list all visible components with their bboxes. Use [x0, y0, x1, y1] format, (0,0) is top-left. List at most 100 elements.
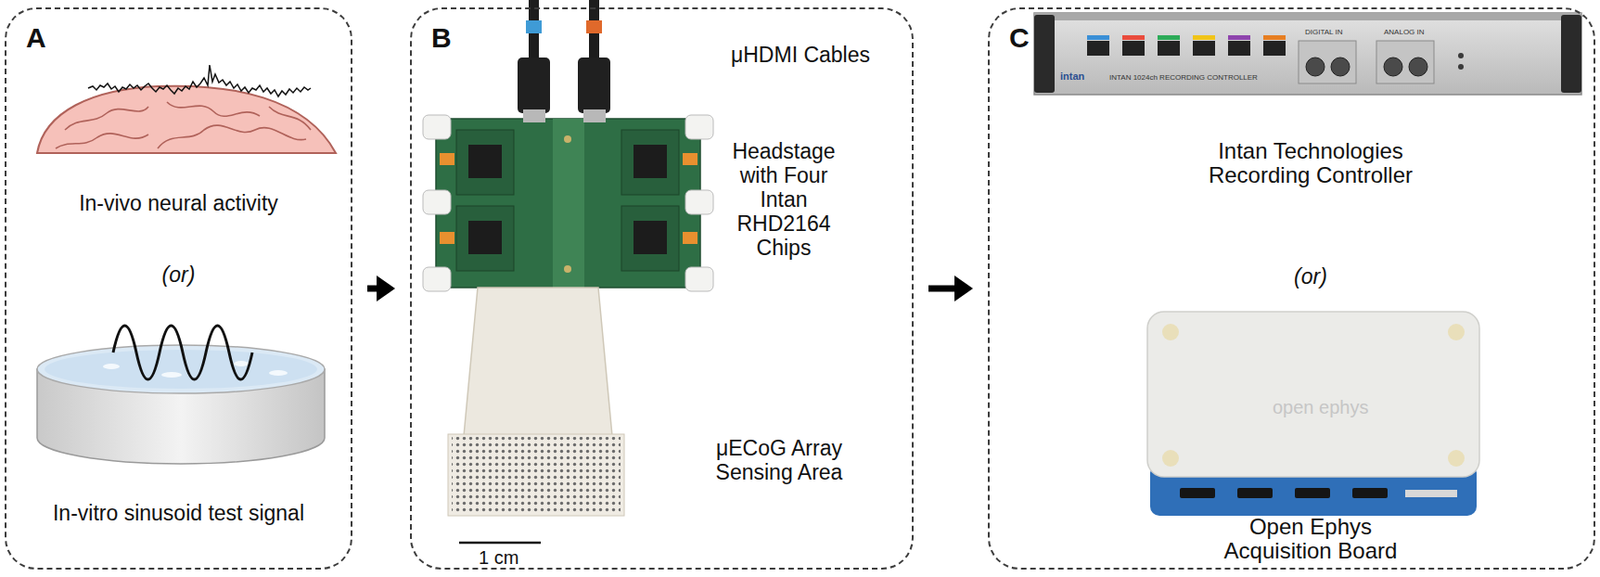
bnc-connector — [1408, 57, 1428, 77]
orange-connector — [439, 153, 455, 166]
device-print: INTAN 1024ch RECORDING CONTROLLER — [1109, 73, 1258, 82]
bnc-connector — [1305, 57, 1325, 77]
bnc-connector — [1383, 57, 1403, 77]
port-tab — [1263, 35, 1286, 40]
device-label: Open Ephys Acquisition Board — [1208, 514, 1413, 564]
rhd2164-chip — [633, 220, 667, 255]
panel-caption: In-vivo neural activity — [6, 191, 351, 216]
medium-speckle — [161, 371, 182, 378]
petri-dish-top — [37, 345, 325, 394]
bnc-connector — [1331, 57, 1350, 77]
electrode-grid — [451, 436, 621, 513]
chip-module — [456, 129, 514, 195]
case-foot — [1162, 323, 1179, 341]
ecog-array — [448, 434, 625, 516]
controller-body — [1034, 12, 1582, 95]
panel-letter: A — [25, 25, 47, 51]
headstage-port — [1192, 40, 1216, 56]
orange-connector — [682, 231, 698, 244]
flow-arrow — [928, 275, 973, 302]
brand-mark: open ephys — [1272, 396, 1369, 419]
panel-caption: In-vitro sinusoid test signal — [6, 500, 351, 525]
scale-label: 1 cm — [478, 547, 519, 569]
case-foot — [1162, 449, 1179, 467]
white-clip — [422, 115, 451, 140]
device-print: ANALOG IN — [1383, 27, 1425, 37]
part-label: Headstage with Four Intan RHD2164 Chips — [728, 139, 840, 260]
arrow-head — [376, 275, 396, 302]
rack-handle — [1561, 14, 1582, 93]
status-led — [1458, 52, 1464, 59]
panel-letter: B — [431, 25, 452, 51]
headstage-port — [1087, 40, 1110, 56]
headstage-port — [1228, 40, 1251, 56]
chip-module — [621, 205, 679, 271]
scale-bar — [459, 541, 541, 545]
panel-b: BμHDMI CablesHeadstage with Four Intan R… — [409, 7, 914, 570]
white-clip — [685, 190, 714, 215]
orange-connector — [439, 231, 455, 244]
rack-handle — [1034, 14, 1055, 93]
sinusoid-signal — [113, 325, 253, 380]
white-clip — [422, 267, 451, 292]
brain-gyrus — [268, 106, 311, 130]
hdmi-plug — [517, 57, 551, 114]
medium-speckle — [102, 363, 120, 370]
device-label: Intan Technologies Recording Controller — [1190, 139, 1432, 188]
arrow-head — [954, 275, 973, 302]
flex-cable — [463, 287, 613, 436]
hdmi-port — [1294, 487, 1331, 499]
cable-band — [586, 20, 602, 34]
port-tab — [1192, 35, 1216, 40]
pin-header — [1405, 489, 1458, 498]
panel-a: A In-vivo neural activity (or) In-vitro sin… — [4, 7, 353, 570]
medium-speckle — [268, 370, 288, 376]
rhd2164-chip — [468, 220, 502, 255]
case-foot — [1447, 323, 1465, 341]
headstage-port — [1157, 40, 1180, 56]
headstage-port — [1263, 40, 1286, 56]
brain-gyrus — [166, 102, 260, 116]
brain-gyrus — [157, 125, 307, 149]
port-tab — [1087, 35, 1110, 40]
headstage-port — [1122, 40, 1145, 56]
part-label: μHDMI Cables — [730, 42, 871, 67]
or-text: (or) — [1190, 264, 1432, 289]
hdmi-port — [1179, 487, 1216, 499]
case-foot — [1447, 449, 1465, 467]
panel-letter: C — [1009, 25, 1030, 51]
port-tab — [1157, 35, 1180, 40]
board-connector — [523, 109, 546, 123]
or-text: (or) — [6, 262, 351, 287]
digital-panel — [1298, 40, 1357, 84]
pcb-screw — [563, 265, 572, 273]
pcb-center-strip — [552, 118, 585, 288]
analog-panel — [1376, 40, 1434, 84]
chip-module — [621, 129, 679, 195]
rhd2164-chip — [468, 144, 502, 179]
rhd2164-chip — [633, 144, 667, 179]
hdmi-port — [1352, 487, 1388, 499]
hdmi-port — [1237, 487, 1273, 499]
arrow-shaft — [928, 285, 957, 293]
cable-band — [525, 20, 542, 34]
board-connector — [583, 109, 606, 123]
flow-arrow — [367, 275, 396, 302]
medium-speckle — [233, 360, 249, 367]
brand-mark: intan — [1060, 70, 1085, 82]
port-tab — [1122, 35, 1145, 40]
petri-dish-medium — [44, 349, 318, 389]
orange-connector — [682, 153, 698, 166]
white-clip — [685, 115, 714, 140]
status-led — [1458, 64, 1464, 70]
port-tab — [1228, 35, 1251, 40]
brain-outline — [37, 86, 336, 154]
part-label: μECoG Array Sensing Area — [709, 435, 849, 485]
hdmi-plug — [577, 57, 611, 114]
white-clip — [685, 267, 714, 292]
acquisition-case — [1147, 311, 1480, 477]
brain-gyrus — [64, 106, 149, 130]
